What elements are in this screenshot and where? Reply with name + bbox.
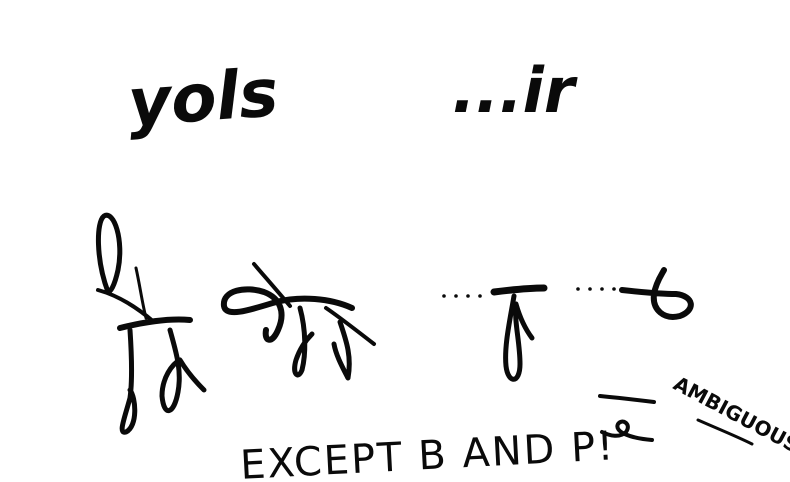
glyph-horizontal-loop xyxy=(221,262,376,381)
word-ellipsis-ir: ...ir xyxy=(452,54,578,127)
except-b-and-p-note: EXCEPT B AND P! xyxy=(239,423,616,482)
glyph-tall-loop xyxy=(95,212,207,435)
ambiguous-note: AMBIGUOUS xyxy=(670,371,790,457)
glyph-ambiguous-mark xyxy=(598,394,754,446)
word-yols: yols xyxy=(125,54,280,141)
glyph-dotted-small-loop xyxy=(576,267,694,320)
glyph-dotted-t-loop xyxy=(442,284,548,382)
